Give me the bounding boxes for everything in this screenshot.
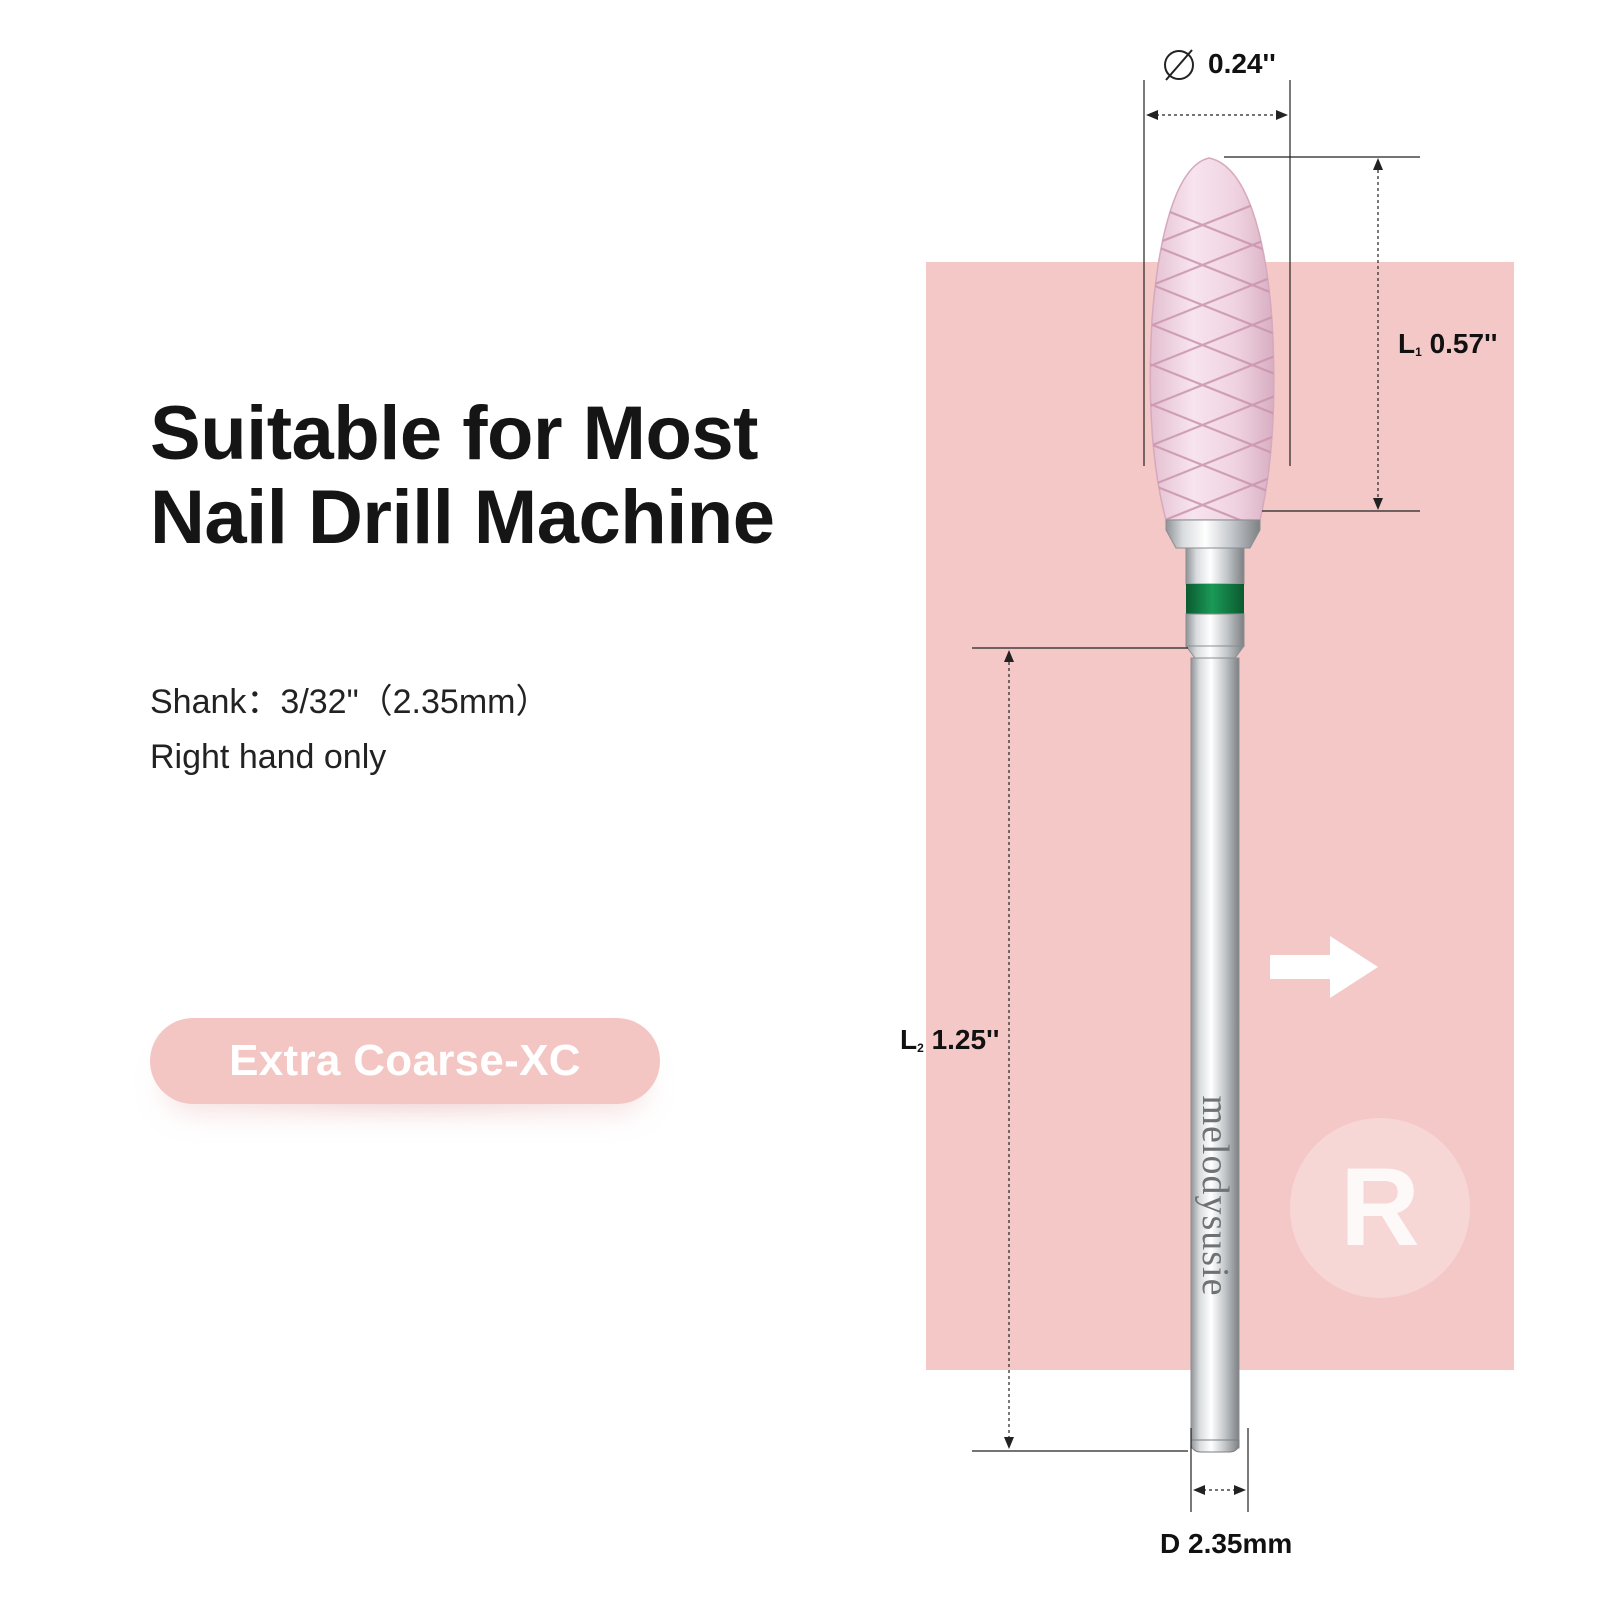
grit-badge: Extra Coarse-XC bbox=[150, 1018, 660, 1104]
head-length-prefix: L bbox=[1398, 328, 1416, 359]
headline-line-1: Suitable for Most bbox=[150, 391, 758, 476]
hand-spec: Right hand only bbox=[150, 738, 387, 776]
shank-length-prefix: L bbox=[900, 1024, 918, 1055]
shank-diameter-dimension bbox=[1190, 1428, 1249, 1512]
diameter-symbol-icon bbox=[1164, 49, 1194, 81]
rotation-badge-letter: R bbox=[1340, 1146, 1420, 1269]
bit-neck-upper bbox=[1185, 547, 1245, 585]
bit-collar bbox=[1165, 519, 1261, 549]
shank-length-subscript: 2 bbox=[917, 1041, 924, 1055]
shank-spec: Shank：3/32"（2.35mm） bbox=[150, 683, 550, 721]
bit-neck-lower bbox=[1185, 613, 1245, 647]
head-flutes bbox=[1150, 188, 1274, 520]
head-diameter-label: 0.24'' bbox=[1208, 48, 1276, 79]
shank-tip bbox=[1190, 1439, 1240, 1453]
shank-length-value: 1.25'' bbox=[931, 1024, 1000, 1055]
head-length-dimension bbox=[1224, 156, 1420, 512]
bit-shank bbox=[1190, 657, 1240, 1449]
shank-diameter-label: D 2.35mm bbox=[1160, 1528, 1293, 1559]
bit-taper bbox=[1185, 645, 1245, 659]
color-band bbox=[1186, 584, 1244, 614]
ceramic-head bbox=[1149, 157, 1275, 521]
head-length-subscript: 1 bbox=[1415, 345, 1422, 359]
rotation-badge-circle bbox=[1290, 1118, 1470, 1298]
head-length-label: L1 0.57'' bbox=[1398, 328, 1497, 360]
headline-line-2: Nail Drill Machine bbox=[150, 475, 775, 560]
headline: Suitable for Most Nail Drill Machine bbox=[150, 392, 870, 560]
shank-length-label: L2 1.25'' bbox=[900, 1024, 999, 1056]
brand-engraving: melodysusie bbox=[1194, 1095, 1236, 1297]
head-diameter-dimension bbox=[1143, 80, 1291, 466]
shank-length-dimension bbox=[972, 647, 1188, 1452]
head-length-value: 0.57'' bbox=[1429, 328, 1498, 359]
right-arrow-icon bbox=[1270, 936, 1378, 998]
